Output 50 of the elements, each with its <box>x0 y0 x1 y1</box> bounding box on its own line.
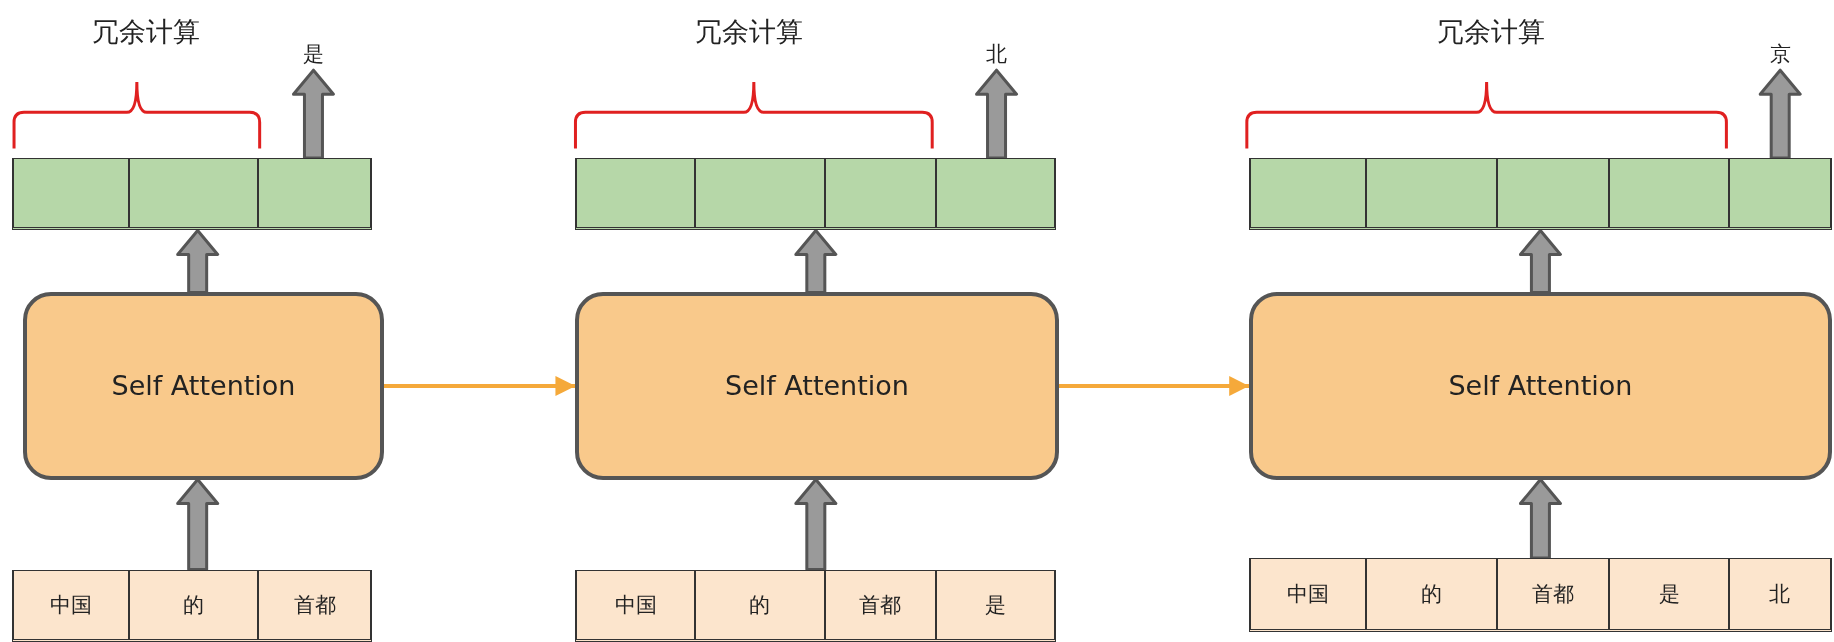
block-arrow <box>1518 478 1562 560</box>
output-vector-bar <box>1249 157 1832 231</box>
input-token-cell: 是 <box>935 569 1056 641</box>
arrow <box>1058 376 1250 396</box>
input-token-cell: 的 <box>694 569 825 641</box>
block-arrow <box>1518 228 1562 294</box>
section-title: 冗余计算 <box>91 14 202 49</box>
input-token-cell: 是 <box>1609 557 1729 630</box>
block-arrow <box>794 478 838 572</box>
self-attention-box: Self Attention <box>575 292 1059 480</box>
input-token-cell: 的 <box>1366 557 1498 630</box>
output-cell <box>1250 157 1367 229</box>
output-vector-bar <box>11 157 372 231</box>
output-cell <box>576 157 695 229</box>
input-token-cell: 中国 <box>576 569 695 641</box>
input-token-bar <box>11 569 372 642</box>
input-token-cell: 北 <box>1728 557 1831 630</box>
output-cell <box>1497 157 1610 229</box>
output-cell <box>824 157 936 229</box>
section-title: 冗余计算 <box>693 14 804 49</box>
output-cell <box>12 157 129 229</box>
input-token-bar <box>575 569 1057 642</box>
block-arrow <box>1758 68 1802 160</box>
input-token-cell: 的 <box>128 569 259 641</box>
output-token: 北 <box>973 37 1020 71</box>
block-arrow <box>176 228 220 294</box>
output-cell <box>128 157 259 229</box>
output-cell <box>258 157 371 229</box>
input-token-cell: 首都 <box>1497 557 1610 630</box>
output-token: 是 <box>290 37 337 71</box>
output-cell <box>1366 157 1498 229</box>
input-token-cell: 首都 <box>824 569 936 641</box>
output-cell <box>694 157 825 229</box>
output-cell <box>1728 157 1831 229</box>
section-title: 冗余计算 <box>1436 14 1547 49</box>
output-token: 京 <box>1756 37 1804 71</box>
self-attention-box: Self Attention <box>23 292 384 480</box>
self-attention-box: Self Attention <box>1249 292 1832 480</box>
input-token-cell: 首都 <box>258 569 371 641</box>
output-cell <box>1609 157 1729 229</box>
input-token-cell: 中国 <box>1250 557 1367 630</box>
block-arrow <box>176 478 220 572</box>
input-token-cell: 中国 <box>12 569 129 641</box>
output-vector-bar <box>575 157 1057 231</box>
input-token-bar <box>1249 557 1832 632</box>
block-arrow <box>794 228 838 294</box>
block-arrow <box>291 68 335 160</box>
output-cell <box>935 157 1056 229</box>
block-arrow <box>975 68 1019 160</box>
arrow <box>383 376 576 396</box>
